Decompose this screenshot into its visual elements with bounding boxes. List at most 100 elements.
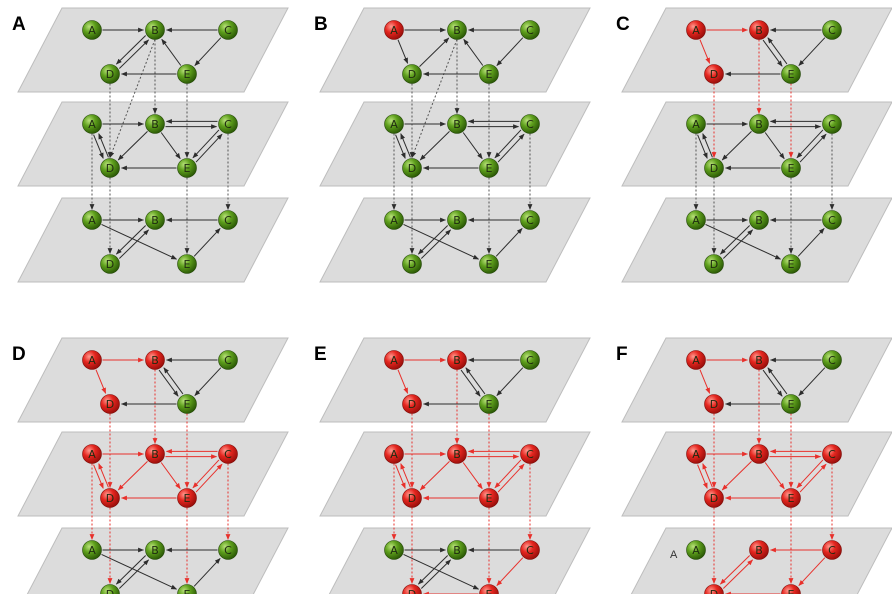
node-label: B: [151, 214, 159, 227]
node-label: D: [106, 588, 114, 594]
node-label: D: [408, 588, 416, 594]
node-b: [447, 350, 467, 370]
edge-b-e: [462, 132, 483, 160]
edge-c-e: [194, 367, 222, 397]
node-label: E: [184, 588, 191, 594]
node-label: A: [88, 354, 96, 367]
node-label: C: [828, 354, 836, 367]
node-label: E: [486, 162, 493, 175]
node-label: A: [390, 24, 398, 37]
node-a: [686, 350, 706, 370]
edge-b-e: [160, 132, 181, 160]
node-a: [686, 114, 706, 134]
edge-a-e: [101, 223, 178, 260]
node-label: D: [710, 162, 718, 175]
node-label: E: [788, 68, 795, 81]
node-label: B: [453, 448, 461, 461]
interlayer-link: [411, 39, 458, 159]
node-label: E: [184, 398, 191, 411]
edge-e-c: [797, 227, 825, 257]
node-d: [100, 254, 120, 274]
edge-a-e: [705, 223, 782, 260]
edge-e-b: [767, 367, 788, 395]
node-d: [704, 584, 724, 594]
node-b: [145, 444, 165, 464]
node-a: [686, 444, 706, 464]
edge-e-b: [161, 38, 182, 66]
node-d: [704, 254, 724, 274]
node-c: [218, 540, 238, 560]
panel-letter: A: [12, 14, 26, 35]
node-label: B: [453, 544, 461, 557]
node-label: E: [184, 68, 191, 81]
edge-c-e: [796, 459, 824, 489]
edge-b-d: [419, 460, 450, 491]
edge-a-d: [395, 464, 406, 489]
edge-c-e: [494, 459, 522, 489]
node-label: D: [710, 588, 718, 594]
edge-e-c: [495, 227, 523, 257]
node-label: B: [453, 214, 461, 227]
edge-d-b: [420, 559, 452, 589]
node-e: [177, 584, 197, 594]
node-label: D: [106, 398, 114, 411]
node-c: [822, 350, 842, 370]
edge-d-b: [118, 229, 150, 259]
node-label: E: [788, 162, 795, 175]
node-label: C: [224, 448, 232, 461]
node-e: [781, 158, 801, 178]
node-label: E: [486, 492, 493, 505]
edge-b-e: [160, 462, 181, 490]
node-b: [145, 114, 165, 134]
edge-d-b: [118, 39, 150, 69]
node-label: B: [755, 118, 763, 131]
node-d: [402, 64, 422, 84]
node-label: B: [755, 24, 763, 37]
node-label: C: [224, 544, 232, 557]
edge-c-e: [798, 37, 826, 67]
edge-e-b: [163, 367, 184, 395]
node-label: D: [408, 258, 416, 271]
node-label: B: [755, 354, 763, 367]
node-c: [822, 444, 842, 464]
edge-d-b: [722, 559, 754, 589]
edge-c-e: [798, 557, 826, 587]
node-label: D: [106, 258, 114, 271]
node-label: E: [184, 492, 191, 505]
node-label: C: [526, 118, 534, 131]
edge-e-c: [193, 557, 221, 587]
node-e: [479, 488, 499, 508]
node-b: [749, 210, 769, 230]
node-c: [520, 210, 540, 230]
edge-c-e: [192, 459, 220, 489]
edge-b-e: [462, 462, 483, 490]
node-a: [82, 350, 102, 370]
node-label: C: [224, 214, 232, 227]
node-label: E: [486, 588, 493, 594]
layer-plane: [328, 527, 591, 594]
node-label: A: [692, 544, 700, 557]
edge-d-a: [98, 463, 109, 488]
node-e: [177, 158, 197, 178]
node-d: [100, 394, 120, 414]
node-a: [82, 210, 102, 230]
node-b: [447, 210, 467, 230]
node-b: [145, 350, 165, 370]
node-label: C: [224, 354, 232, 367]
node-e: [177, 254, 197, 274]
node-label: A: [88, 448, 96, 461]
node-label: B: [151, 448, 159, 461]
node-c: [822, 210, 842, 230]
node-label: A: [390, 118, 398, 131]
node-a: [384, 540, 404, 560]
node-label: A: [692, 354, 700, 367]
node-b: [749, 114, 769, 134]
node-a: [686, 210, 706, 230]
edge-d-b: [420, 229, 452, 259]
panel-letter: F: [616, 344, 628, 365]
node-c: [822, 20, 842, 40]
node-a: [82, 114, 102, 134]
edge-b-d: [115, 225, 147, 255]
